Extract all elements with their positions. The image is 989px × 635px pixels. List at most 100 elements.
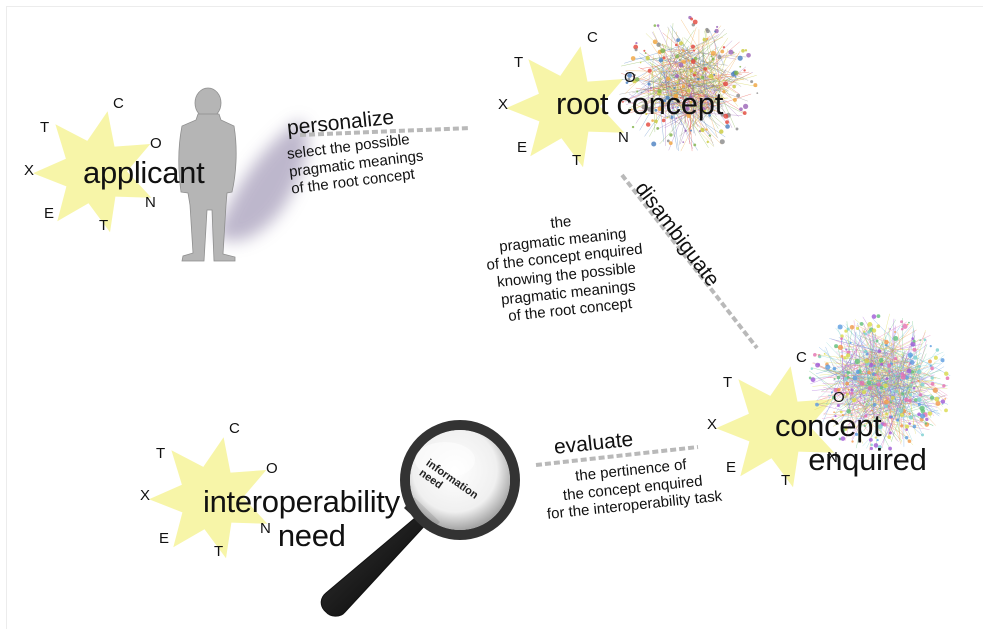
network-node bbox=[845, 381, 850, 386]
network-node bbox=[867, 321, 873, 327]
network-node bbox=[847, 388, 850, 391]
network-node bbox=[662, 88, 665, 91]
network-node bbox=[854, 358, 860, 364]
network-edge bbox=[689, 74, 701, 111]
network-node bbox=[876, 438, 879, 442]
network-node bbox=[918, 365, 921, 368]
network-node bbox=[624, 74, 627, 77]
network-node bbox=[844, 396, 846, 398]
node-label-root-concept: root concept bbox=[556, 86, 724, 121]
network-edge bbox=[678, 56, 700, 146]
network-node bbox=[671, 112, 674, 115]
network-node bbox=[704, 95, 707, 98]
network-node bbox=[868, 362, 874, 368]
node-label-interoperability-need: interoperability need bbox=[203, 484, 400, 554]
network-node bbox=[712, 84, 715, 87]
network-node bbox=[633, 73, 636, 77]
network-node bbox=[885, 412, 889, 416]
network-node bbox=[808, 376, 812, 380]
network-node bbox=[666, 139, 670, 143]
network-node bbox=[651, 141, 657, 147]
network-edge bbox=[823, 369, 911, 378]
network-node bbox=[693, 49, 696, 52]
network-edge bbox=[899, 362, 919, 409]
network-node bbox=[887, 435, 892, 439]
network-node bbox=[681, 60, 686, 64]
network-node bbox=[743, 103, 749, 109]
network-node bbox=[854, 432, 859, 436]
network-edge bbox=[700, 61, 728, 66]
person-shadow bbox=[215, 120, 308, 241]
network-edge bbox=[696, 46, 719, 61]
network-node bbox=[621, 101, 624, 103]
network-edge bbox=[667, 26, 706, 100]
network-edge bbox=[916, 383, 923, 399]
network-edge bbox=[866, 334, 905, 387]
network-node bbox=[863, 330, 866, 333]
network-node bbox=[815, 402, 819, 407]
context-star-applicant bbox=[33, 111, 152, 233]
network-edge bbox=[709, 30, 725, 66]
network-node bbox=[843, 356, 847, 360]
network-edge bbox=[686, 100, 713, 132]
network-edge bbox=[659, 77, 675, 137]
context-letter-c: C bbox=[587, 29, 598, 46]
network-node bbox=[883, 422, 887, 427]
network-node bbox=[643, 49, 646, 52]
network-node bbox=[850, 413, 853, 416]
network-edge bbox=[645, 48, 706, 99]
network-node bbox=[711, 57, 715, 61]
network-node bbox=[836, 375, 841, 380]
network-node bbox=[656, 42, 661, 47]
network-node bbox=[719, 129, 724, 134]
network-edge bbox=[880, 368, 948, 387]
network-edge bbox=[884, 402, 923, 436]
context-letter-n: N bbox=[145, 194, 156, 211]
network-node bbox=[834, 414, 837, 418]
network-node bbox=[908, 393, 913, 397]
network-node bbox=[837, 324, 843, 330]
network-node bbox=[753, 83, 758, 88]
network-edge bbox=[679, 110, 713, 137]
network-node bbox=[728, 49, 734, 55]
network-node bbox=[846, 327, 850, 331]
network-edge bbox=[851, 375, 939, 391]
network-node bbox=[690, 129, 693, 132]
network-node bbox=[645, 55, 650, 61]
network-node bbox=[917, 402, 921, 407]
network-node bbox=[923, 338, 927, 342]
dashed-connector-personalize bbox=[299, 126, 471, 137]
network-node bbox=[935, 348, 940, 352]
network-node bbox=[905, 428, 908, 431]
network-node bbox=[732, 97, 737, 102]
network-node bbox=[846, 370, 850, 375]
network-edge bbox=[658, 69, 668, 97]
context-letter-e: E bbox=[44, 205, 55, 222]
network-node bbox=[877, 445, 882, 450]
network-node bbox=[662, 99, 667, 103]
network-node bbox=[689, 95, 693, 99]
context-letter-t: T bbox=[781, 472, 791, 489]
network-node bbox=[874, 373, 877, 377]
network-edge bbox=[621, 56, 663, 67]
network-node bbox=[735, 127, 739, 131]
network-node bbox=[836, 404, 840, 408]
network-node bbox=[739, 107, 743, 111]
network-node bbox=[884, 339, 889, 345]
network-node bbox=[908, 412, 911, 415]
network-node bbox=[831, 395, 836, 400]
network-node bbox=[692, 19, 698, 25]
network-node bbox=[634, 48, 638, 52]
network-node bbox=[859, 380, 865, 386]
network-node bbox=[928, 359, 932, 364]
network-node bbox=[867, 370, 871, 375]
network-node bbox=[851, 397, 857, 403]
network-node bbox=[846, 350, 851, 355]
network-edge bbox=[865, 313, 890, 412]
network-edge bbox=[671, 105, 698, 151]
network-node bbox=[630, 108, 633, 111]
network-edge bbox=[622, 75, 682, 102]
network-node bbox=[900, 327, 904, 331]
network-node bbox=[865, 352, 869, 356]
network-node bbox=[900, 424, 904, 428]
